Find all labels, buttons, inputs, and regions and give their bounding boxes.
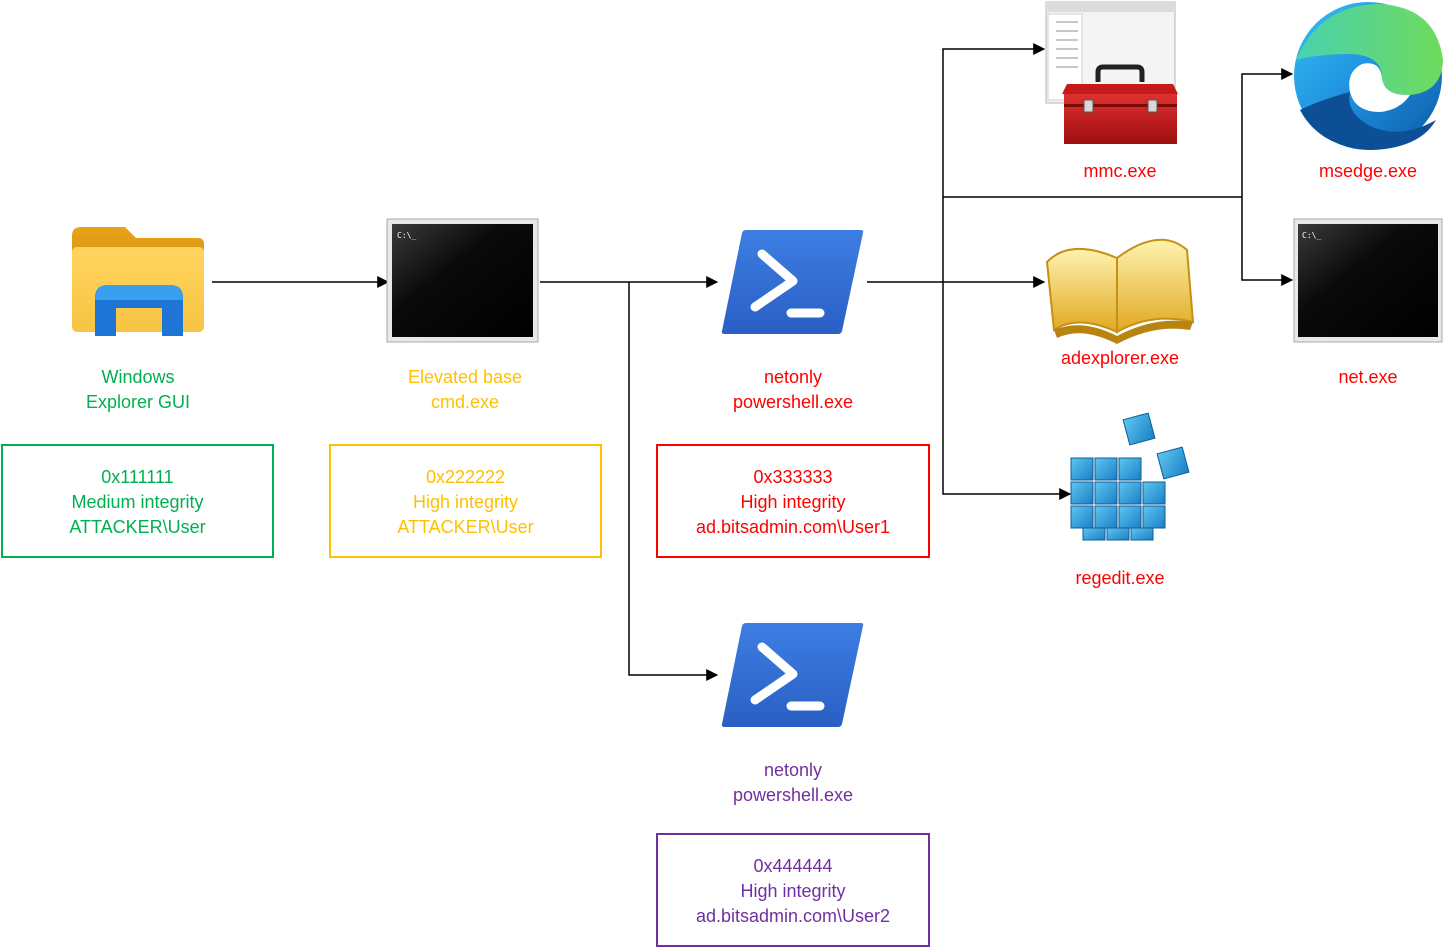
registry-cubes-icon: [1070, 412, 1190, 541]
console-icon: C:\_: [1293, 218, 1443, 343]
ps2-info-box: 0x444444 High integrity ad.bitsadmin.com…: [656, 833, 930, 947]
ps1-label: netonly powershell.exe: [693, 365, 893, 415]
edge-icon: [1294, 2, 1443, 150]
ps1-label-line2: powershell.exe: [732, 392, 854, 412]
powershell-icon: [721, 230, 864, 334]
edge-cmd-to-ps2: [628, 282, 719, 681]
ps1-logon-id: 0x333333: [753, 467, 833, 487]
ps2-logon-id: 0x444444: [753, 856, 833, 876]
ps2-user: ad.bitsadmin.com\User2: [695, 906, 891, 926]
ps1-info-box: 0x333333 High integrity ad.bitsadmin.com…: [656, 444, 930, 558]
cmd-integrity: High integrity: [412, 492, 519, 512]
edge-ps1-to-net: [1241, 197, 1294, 286]
explorer-label-line2: Explorer GUI: [85, 392, 191, 412]
net-label: net.exe: [1338, 367, 1398, 387]
cmd-label-line1: Elevated base: [407, 367, 523, 387]
powershell-icon: [721, 623, 864, 727]
ps2-label-line1: netonly: [763, 760, 823, 780]
explorer-user: ATTACKER\User: [69, 517, 206, 537]
explorer-label-line1: Windows: [101, 367, 175, 387]
cmd-logon-id: 0x222222: [425, 467, 506, 487]
edge-ps1-to-msedge: [1241, 68, 1294, 197]
msedge-label: msedge.exe: [1318, 161, 1418, 181]
cmd-info-box: 0x222222 High integrity ATTACKER\User: [329, 444, 602, 558]
svg-text:C:\_: C:\_: [397, 231, 416, 240]
mmc-label: mmc.exe: [1083, 161, 1157, 181]
cmd-label-line2: cmd.exe: [430, 392, 500, 412]
edge-ps1-to-regedit: [942, 282, 1072, 500]
regedit-label: regedit.exe: [1075, 568, 1165, 588]
toolbox-icon: [1045, 1, 1178, 144]
cmd-user: ATTACKER\User: [397, 517, 534, 537]
ps2-integrity: High integrity: [740, 881, 846, 901]
ps1-integrity: High integrity: [740, 492, 846, 512]
adexplorer-label: adexplorer.exe: [1060, 348, 1180, 368]
book-icon: [1045, 238, 1195, 344]
explorer-logon-id: 0x111111: [101, 467, 174, 487]
svg-text:C:\_: C:\_: [1302, 231, 1321, 240]
ps2-label: netonly powershell.exe: [693, 758, 893, 808]
ps1-user: ad.bitsadmin.com\User1: [695, 517, 891, 537]
cmd-label: Elevated base cmd.exe: [365, 365, 565, 415]
ps2-label-line2: powershell.exe: [732, 785, 854, 805]
explorer-label: Windows Explorer GUI: [38, 365, 238, 415]
console-icon: C:\_: [386, 218, 539, 343]
folder-icon: [72, 227, 204, 336]
ps1-label-line1: netonly: [763, 367, 823, 387]
edge-ps1-to-mmc: [942, 43, 1046, 282]
connectors: [212, 43, 1294, 681]
explorer-integrity: Medium integrity: [71, 492, 204, 512]
explorer-info-box: 0x111111 Medium integrity ATTACKER\User: [1, 444, 274, 558]
